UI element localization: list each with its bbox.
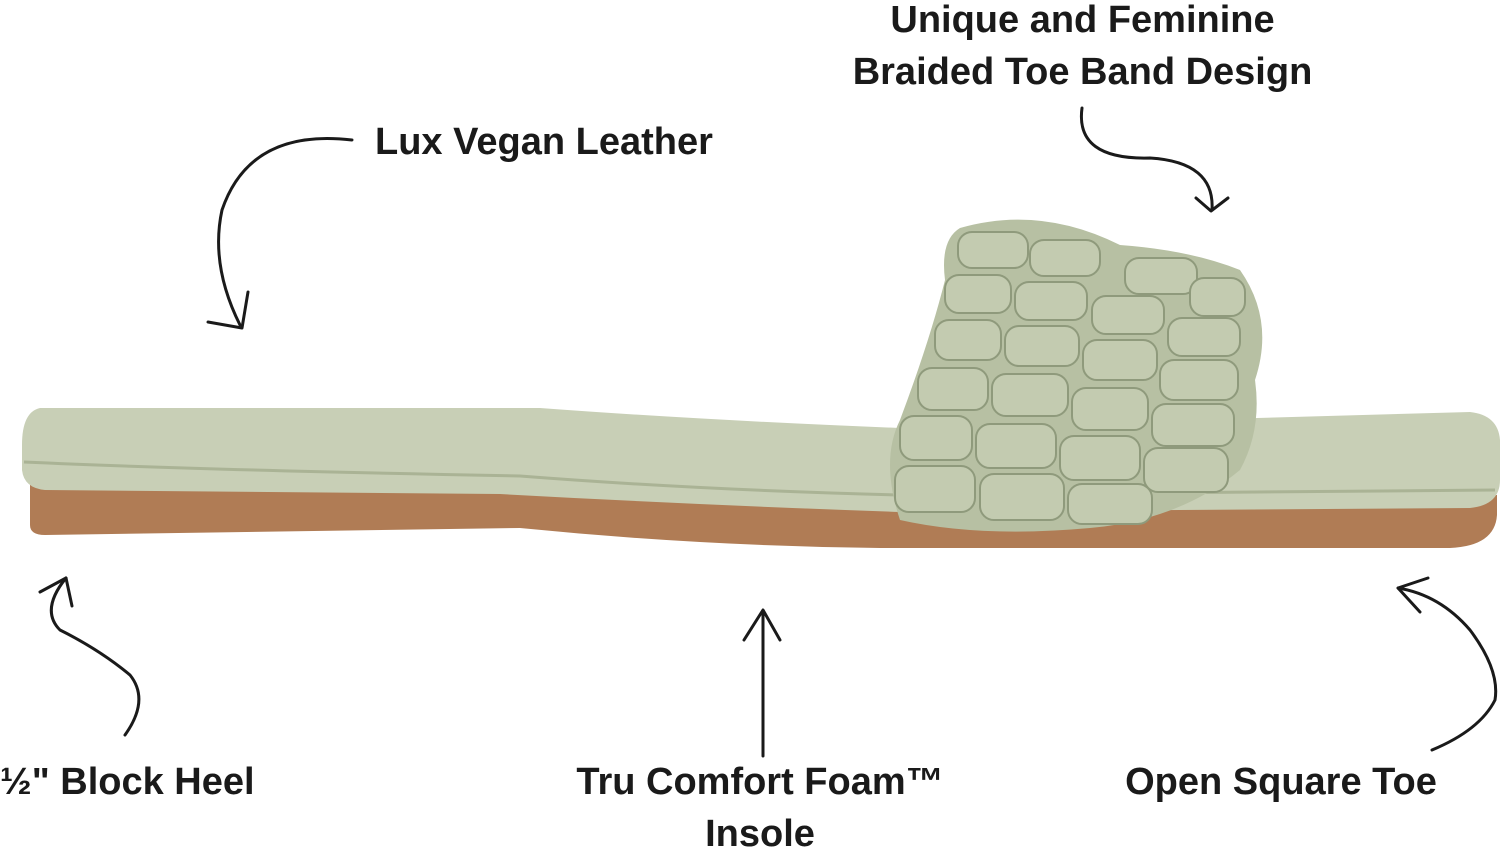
callout-insole-line1: Tru Comfort Foam™	[576, 761, 944, 803]
callout-insole-line2: Insole	[705, 813, 815, 855]
callout-toe: Open Square Toe	[1125, 761, 1437, 803]
arrow-toe-icon	[1396, 576, 1498, 752]
callout-toe-band-line2: Braided Toe Band Design	[852, 51, 1313, 93]
sandal-image	[22, 219, 1500, 548]
arrow-toe-band-icon	[1079, 106, 1230, 213]
arrow-leather-icon	[206, 136, 354, 330]
callout-insole: Tru Comfort Foam™ Insole	[540, 756, 980, 860]
callout-leather: Lux Vegan Leather	[375, 121, 713, 163]
footbed-edge	[23, 460, 1496, 497]
braided-toe-band	[890, 219, 1263, 532]
callout-toe-band-line1: Unique and Feminine	[890, 0, 1275, 41]
callout-toe-band: Unique and Feminine Braided Toe Band Des…	[800, 0, 1365, 98]
arrow-insole-icon	[742, 608, 782, 758]
arrow-heel-icon	[38, 576, 141, 737]
callout-heel: ½" Block Heel	[0, 761, 255, 803]
